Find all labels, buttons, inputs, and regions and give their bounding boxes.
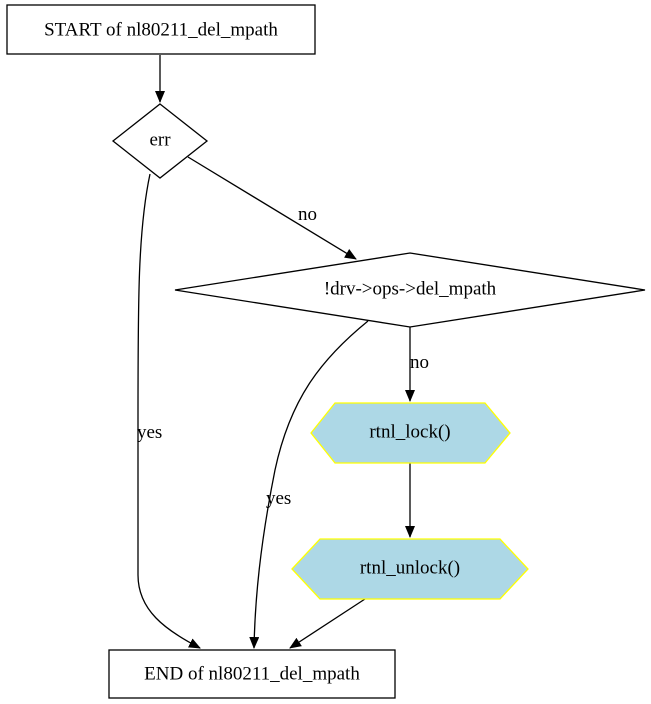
edge-err-no-to-check xyxy=(187,156,357,260)
rtnl-lock-node: rtnl_lock() xyxy=(310,402,511,464)
start-node: START of nl80211_del_mpath xyxy=(6,4,316,55)
edge-label-err-yes: yes xyxy=(137,422,162,443)
err-decision-node: err xyxy=(111,103,209,179)
end-node: END of nl80211_del_mpath xyxy=(108,649,396,699)
drv-ops-check-label: !drv->ops->del_mpath xyxy=(324,278,497,299)
edge-unlock-to-end xyxy=(289,598,366,649)
err-decision-label: err xyxy=(149,129,171,150)
end-node-label: END of nl80211_del_mpath xyxy=(144,663,360,684)
rtnl-unlock-label: rtnl_unlock() xyxy=(360,557,460,578)
edge-label-check-no: no xyxy=(410,352,429,373)
edge-label-check-yes: yes xyxy=(266,488,291,509)
edge-label-err-no: no xyxy=(298,204,317,225)
edge-check-yes-to-end xyxy=(249,320,369,649)
rtnl-unlock-node: rtnl_unlock() xyxy=(291,538,529,600)
rtnl-lock-label: rtnl_lock() xyxy=(369,421,450,442)
start-node-label: START of nl80211_del_mpath xyxy=(44,19,278,40)
edge-err-yes-to-end xyxy=(137,173,201,649)
drv-ops-check-decision-node: !drv->ops->del_mpath xyxy=(174,252,646,328)
